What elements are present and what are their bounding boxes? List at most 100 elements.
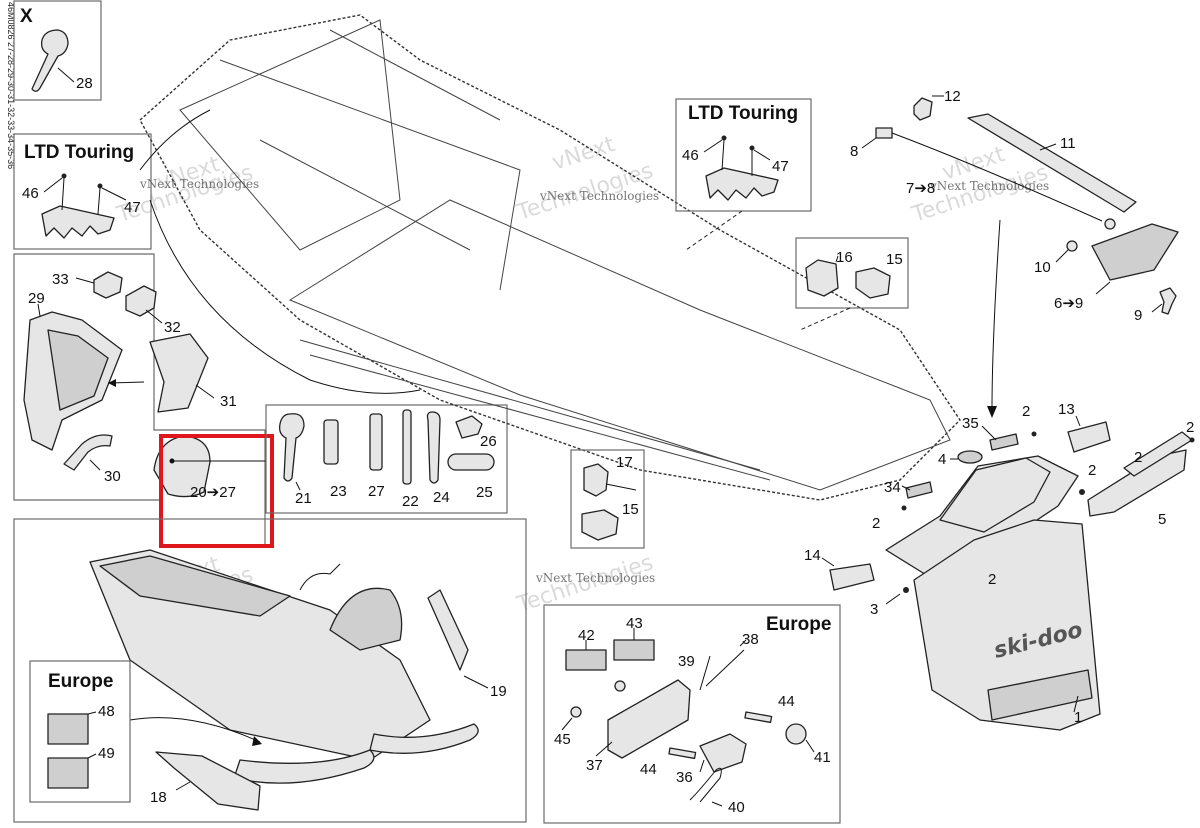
callout-48: 48 [98, 703, 115, 720]
side-code-label: 46M0826 27-28-29-30-31-32-33-34-35-36 [6, 2, 16, 169]
callout-31: 31 [220, 393, 237, 410]
callout-42: 42 [578, 627, 595, 644]
callout-36: 36 [676, 769, 693, 786]
callout-39: 39 [678, 653, 695, 670]
clip-part-16 [805, 259, 839, 297]
spanner-wrench-icon [31, 29, 69, 92]
tool-bag-part [153, 435, 211, 498]
clip-inset-2-box [570, 449, 645, 549]
callout-11: 11 [1060, 135, 1076, 152]
europe-right-inset: Europe 42 43 45 38 39 44 44 41 40 37 36 [543, 604, 841, 824]
callout-15b: 15 [622, 501, 639, 518]
callout-32: 32 [164, 319, 181, 336]
decal-part-34 [905, 481, 933, 499]
callout-2a: 2 [1022, 403, 1030, 420]
bumper-top-part [939, 457, 1051, 533]
callout-15a: 15 [886, 251, 903, 268]
callout-4: 4 [938, 451, 946, 468]
front-frame-structure [179, 19, 401, 251]
grommet-part-10 [1066, 240, 1078, 252]
tool-kit-inset: 21 23 27 22 24 26 25 [265, 404, 508, 514]
callout-6-9: 6➔9 [1054, 295, 1083, 312]
callout-23: 23 [330, 483, 347, 500]
europe-arrow [129, 717, 261, 743]
screwdriver-tool-22 [402, 409, 412, 485]
grommet-part-10b [1104, 218, 1116, 230]
watermark-next-2: vNext [549, 132, 618, 176]
panel-arrow-curve [149, 199, 421, 394]
callout-22: 22 [402, 493, 419, 510]
tool-kit-box [265, 404, 508, 514]
clip-part-17 [583, 463, 609, 497]
clip-inset-pointer [799, 307, 851, 331]
reflector-part-48 [47, 713, 89, 745]
cap-part-12 [913, 97, 933, 121]
callout-19: 19 [490, 683, 507, 700]
snowmobile-seat [99, 555, 291, 617]
cap-part-33 [93, 271, 123, 299]
callout-33: 33 [52, 271, 69, 288]
hitch-bracket-part-37 [607, 679, 691, 759]
bolt-part-44a [744, 711, 773, 724]
strap-tool-25 [447, 453, 495, 471]
decal-part-19 [427, 589, 469, 671]
callout-16: 16 [836, 249, 853, 266]
cotter-pin-part-40 [689, 767, 722, 803]
callout-27: 27 [368, 483, 385, 500]
europe-left-inset: Europe 48 49 [29, 660, 131, 803]
tail-light-arrow [991, 219, 1001, 411]
ltd-right-pointer [685, 210, 743, 251]
callout-17: 17 [616, 454, 633, 471]
europe-left-title: Europe [48, 671, 113, 692]
europe-right-title: Europe [766, 614, 831, 635]
cap-part-41 [785, 723, 807, 745]
snow-flap-bottom [987, 669, 1093, 721]
ltd-touring-right-box [675, 98, 812, 212]
ltd-touring-right-title: LTD Touring [688, 103, 798, 124]
callout-24: 24 [433, 489, 450, 506]
callout-3: 3 [870, 601, 878, 618]
watermark-small-5: vNext Technologies [535, 571, 655, 585]
bolt-part-44b [668, 747, 697, 760]
callout-47a: 47 [124, 199, 141, 216]
callout-28: 28 [76, 75, 93, 92]
callout-49: 49 [98, 745, 115, 762]
callout-44b: 44 [640, 761, 657, 778]
ski-left [233, 749, 375, 784]
x-arrow-curve [139, 109, 211, 171]
rear-assembly: ski-doo 1 2 2 2 2 2 2 3 4 5 13 14 35 34 [804, 401, 1195, 731]
callout-12: 12 [944, 88, 961, 105]
callout-46b: 46 [682, 147, 699, 164]
callout-35: 35 [962, 415, 979, 432]
callout-44a: 44 [778, 693, 795, 710]
handlebar [299, 563, 341, 591]
callout-38: 38 [742, 631, 759, 648]
decal-part-13 [1067, 421, 1111, 453]
inset-x-box [13, 0, 102, 101]
callout-37: 37 [586, 757, 603, 774]
watermark-small-3: vNext Technologies [929, 179, 1049, 193]
callout-7-8: 7➔8 [906, 180, 935, 197]
nut-part [614, 680, 626, 692]
trim-part-30 [63, 434, 113, 471]
reflector-part-49 [47, 757, 89, 789]
windshield [329, 587, 403, 651]
callout-2b: 2 [1186, 419, 1194, 436]
snowmobile-inset: 19 18 [13, 518, 527, 823]
callout-43: 43 [626, 615, 643, 632]
label-part-43 [613, 639, 655, 661]
ltd-touring-left-inset: LTD Touring 46 47 [13, 133, 152, 250]
watermark-small-2: vNext Technologies [539, 189, 659, 203]
inset-x-tool: X 28 [13, 0, 102, 101]
socket-tool-23 [323, 419, 339, 465]
fuse-tool-27 [369, 413, 383, 471]
tail-light-group: 12 11 8 7➔8 10 6➔9 9 [850, 88, 1179, 418]
europe-right-box [543, 604, 841, 824]
side-panel-inner [47, 329, 109, 411]
callout-47b: 47 [772, 158, 789, 175]
label-part-42 [565, 649, 607, 671]
wire-harness [891, 132, 1103, 222]
tunnel-outline [288, 199, 951, 491]
tail-light-housing [1091, 223, 1179, 281]
callout-21: 21 [295, 490, 312, 507]
